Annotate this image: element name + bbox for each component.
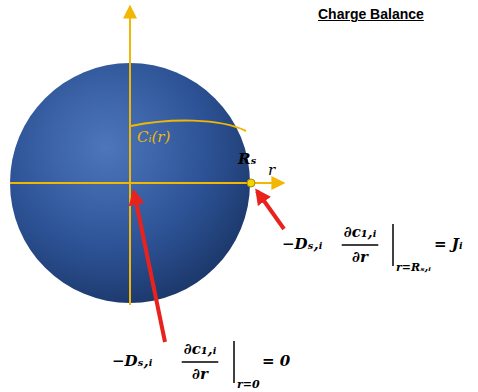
equation-numerator: ∂c₁,ᵢ (184, 341, 217, 358)
leader-arrow (257, 191, 284, 229)
leader-arrow (134, 192, 165, 342)
vertical-axis (129, 6, 131, 305)
equation-numerator: ∂c₁,ᵢ (344, 224, 377, 241)
equation-term: −Dₛ,ᵢ (282, 236, 322, 253)
axis-label: r (268, 162, 275, 179)
equation-subscript: r=0 (237, 379, 260, 392)
fraction-bar (342, 244, 379, 246)
evaluation-bar (233, 341, 235, 383)
equation-denominator: ∂r (352, 249, 368, 266)
evaluation-bar (392, 224, 394, 266)
concentration-label: Cᵢ(r) (137, 129, 170, 146)
fraction-bar (182, 361, 219, 363)
equation-term: = 0 (262, 353, 290, 370)
equation-denominator: ∂r (192, 366, 208, 383)
radial-axis (10, 182, 284, 184)
equation-term: = Jᵢ (434, 236, 462, 253)
equation-term: −Dₛ,ᵢ (112, 353, 152, 370)
surface-point (247, 179, 255, 187)
radius-label: Rₛ (238, 151, 256, 168)
heading: Charge Balance (318, 6, 424, 22)
equation-subscript: r=Rₛ,ᵢ (396, 262, 431, 275)
